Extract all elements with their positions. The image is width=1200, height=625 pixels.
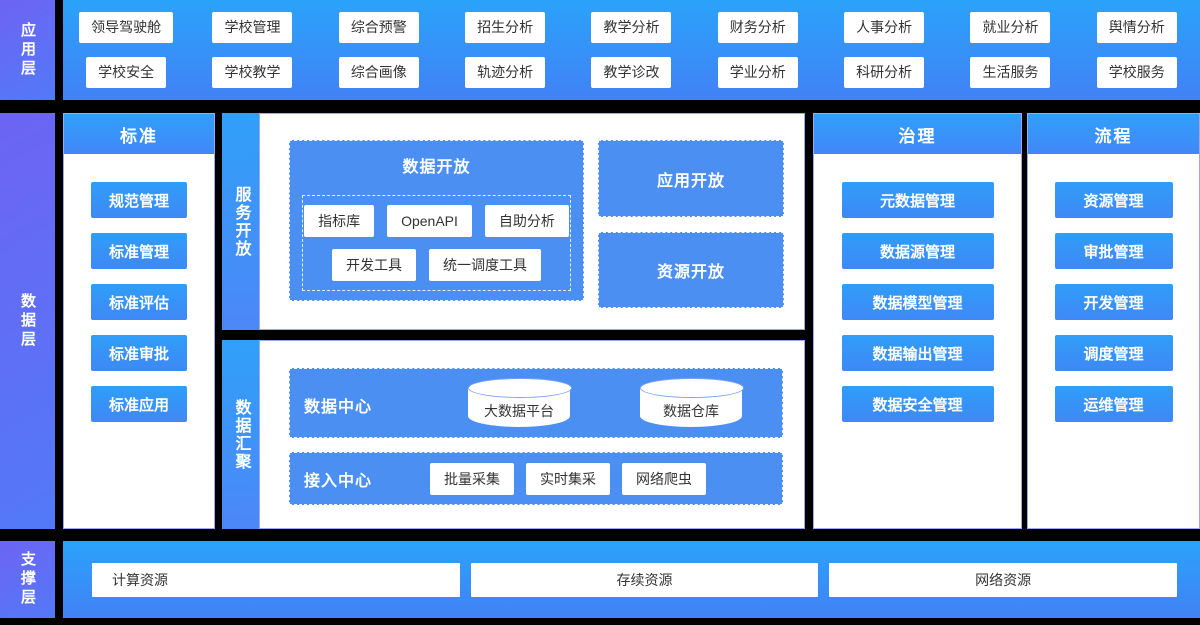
data-aggregation-label: 数据汇聚 — [232, 398, 250, 471]
app-button[interactable]: 领导驾驶舱 — [79, 12, 174, 43]
tool-button[interactable]: 指标库 — [304, 205, 375, 237]
app-button[interactable]: 综合画像 — [338, 57, 419, 88]
data-layer-label: 数据层 — [19, 292, 36, 350]
service-open-label: 服务开放 — [232, 185, 250, 258]
support-layer-band: 计算资源 存续资源 网络资源 — [63, 541, 1200, 618]
app-button[interactable]: 人事分析 — [844, 12, 925, 43]
app-button[interactable]: 学校管理 — [212, 12, 293, 43]
governance-item-button[interactable]: 元数据管理 — [841, 182, 994, 218]
app-button[interactable]: 学校教学 — [212, 57, 293, 88]
app-chip-row-1: 领导驾驶舱 学校管理 综合预警 招生分析 教学分析 财务分析 人事分析 就业分析… — [63, 12, 1200, 43]
database-cylinder[interactable]: 大数据平台 — [468, 378, 572, 427]
app-button[interactable]: 财务分析 — [717, 12, 798, 43]
data-open-box: 数据开放 指标库 OpenAPI 自助分析 开发工具 统一调度工具 — [289, 140, 584, 301]
access-center-title: 接入中心 — [304, 472, 373, 490]
governance-item-button[interactable]: 数据源管理 — [841, 233, 994, 269]
data-open-tools-area: 指标库 OpenAPI 自助分析 开发工具 统一调度工具 — [302, 195, 571, 291]
app-button[interactable]: 招生分析 — [465, 12, 546, 43]
app-button[interactable]: 就业分析 — [970, 12, 1051, 43]
access-center-box: 接入中心 批量采集 实时集采 网络爬虫 — [289, 452, 783, 505]
governance-item-button[interactable]: 数据输出管理 — [841, 335, 994, 371]
app-button[interactable]: 学业分析 — [717, 57, 798, 88]
tool-button[interactable]: 统一调度工具 — [429, 249, 541, 281]
app-button[interactable]: 轨迹分析 — [465, 57, 546, 88]
app-button[interactable]: 教学分析 — [591, 12, 672, 43]
process-item-button[interactable]: 调度管理 — [1054, 335, 1173, 371]
app-layer-band: 领导驾驶舱 学校管理 综合预警 招生分析 教学分析 财务分析 人事分析 就业分析… — [63, 0, 1200, 100]
process-item-button[interactable]: 运维管理 — [1054, 386, 1173, 422]
standard-item-button[interactable]: 标准评估 — [91, 284, 187, 320]
app-button[interactable]: 学校安全 — [86, 57, 167, 88]
database-cylinder[interactable]: 数据仓库 — [640, 378, 744, 427]
app-button[interactable]: 学校服务 — [1096, 57, 1177, 88]
app-button[interactable]: 生活服务 — [970, 57, 1051, 88]
standard-item-button[interactable]: 标准管理 — [91, 233, 187, 269]
service-open-panel: 数据开放 指标库 OpenAPI 自助分析 开发工具 统一调度工具 应用开放 资… — [259, 113, 805, 330]
data-center-box: 数据中心 大数据平台 数据仓库 — [289, 368, 783, 438]
process-item-button[interactable]: 资源管理 — [1054, 182, 1173, 218]
support-layer-sidebar: 支撑层 — [0, 541, 55, 618]
support-resource-box[interactable]: 网络资源 — [829, 562, 1178, 597]
standard-panel: 标准 规范管理 标准管理 标准评估 标准审批 标准应用 — [63, 113, 215, 529]
app-chip-row-2: 学校安全 学校教学 综合画像 轨迹分析 教学诊改 学业分析 科研分析 生活服务 … — [63, 57, 1200, 88]
governance-item-button[interactable]: 数据模型管理 — [841, 284, 994, 320]
app-button[interactable]: 科研分析 — [844, 57, 925, 88]
app-button[interactable]: 舆情分析 — [1096, 12, 1177, 43]
support-resource-box[interactable]: 计算资源 — [92, 562, 460, 597]
app-button[interactable]: 综合预警 — [338, 12, 419, 43]
process-panel-header: 流程 — [1028, 114, 1199, 154]
access-tool-button[interactable]: 实时集采 — [526, 462, 611, 495]
support-resource-box[interactable]: 存续资源 — [470, 562, 819, 597]
access-tool-button[interactable]: 批量采集 — [430, 462, 515, 495]
governance-panel: 治理 元数据管理 数据源管理 数据模型管理 数据输出管理 数据安全管理 — [813, 113, 1022, 529]
service-open-label-bar: 服务开放 — [222, 113, 259, 330]
process-panel: 流程 资源管理 审批管理 开发管理 调度管理 运维管理 — [1027, 113, 1200, 529]
app-button[interactable]: 教学诊改 — [591, 57, 672, 88]
governance-item-button[interactable]: 数据安全管理 — [841, 386, 994, 422]
support-layer-label: 支撑层 — [19, 551, 36, 608]
standard-item-button[interactable]: 标准应用 — [91, 386, 187, 422]
data-aggregation-label-bar: 数据汇聚 — [222, 340, 259, 529]
standard-panel-header: 标准 — [64, 114, 214, 154]
standard-item-button[interactable]: 规范管理 — [91, 182, 187, 218]
data-layer-sidebar: 数据层 — [0, 113, 55, 529]
access-tool-button[interactable]: 网络爬虫 — [622, 462, 707, 495]
app-layer-sidebar: 应用层 — [0, 0, 55, 100]
standard-item-button[interactable]: 标准审批 — [91, 335, 187, 371]
data-center-title: 数据中心 — [304, 399, 373, 416]
tool-button[interactable]: 自助分析 — [484, 205, 569, 237]
app-open-box[interactable]: 应用开放 — [598, 140, 784, 217]
process-item-button[interactable]: 开发管理 — [1054, 284, 1173, 320]
tool-button[interactable]: 开发工具 — [332, 249, 416, 281]
data-aggregation-panel: 数据中心 大数据平台 数据仓库 接入中心 批量采集 实时集采 网络爬虫 — [259, 340, 805, 529]
app-layer-label: 应用层 — [19, 21, 36, 79]
tool-button[interactable]: OpenAPI — [387, 205, 472, 237]
governance-panel-header: 治理 — [814, 114, 1021, 154]
process-item-button[interactable]: 审批管理 — [1054, 233, 1173, 269]
resource-open-box[interactable]: 资源开放 — [598, 232, 784, 308]
data-open-title: 数据开放 — [402, 159, 471, 176]
